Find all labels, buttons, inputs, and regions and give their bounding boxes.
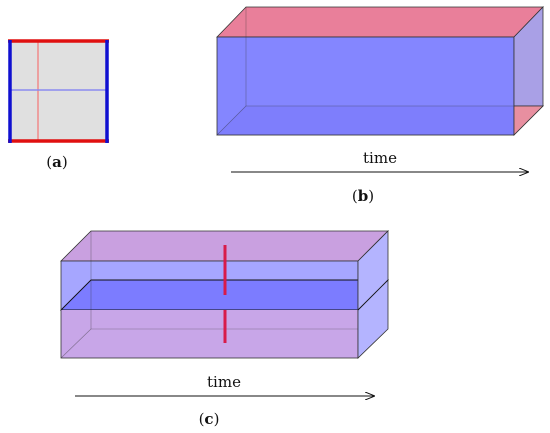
panel-b-caption: (b) [352, 187, 374, 205]
panel-c-hidden-edge-diagonal [60, 328, 92, 359]
panel-c: time (c) [59, 230, 390, 428]
panel-a-caption: (a) [46, 153, 67, 171]
panel-b-front-face [216, 36, 515, 136]
panel-a: (a) [8, 39, 109, 171]
panel-b: time (b) [216, 6, 544, 205]
panel-c-time-label: time [207, 373, 241, 391]
panel-b-hidden-edge-diagonal [216, 105, 247, 136]
panel-b-top-face [216, 6, 544, 38]
panel-b-side-face-lower [513, 105, 544, 136]
panel-a-square [10, 41, 107, 141]
panel-c-front-lower [61, 310, 358, 358]
panel-b-time-label: time [363, 149, 397, 167]
panel-c-caption: (c) [199, 410, 220, 428]
panel-c-end-face-slab-edge [357, 279, 389, 311]
